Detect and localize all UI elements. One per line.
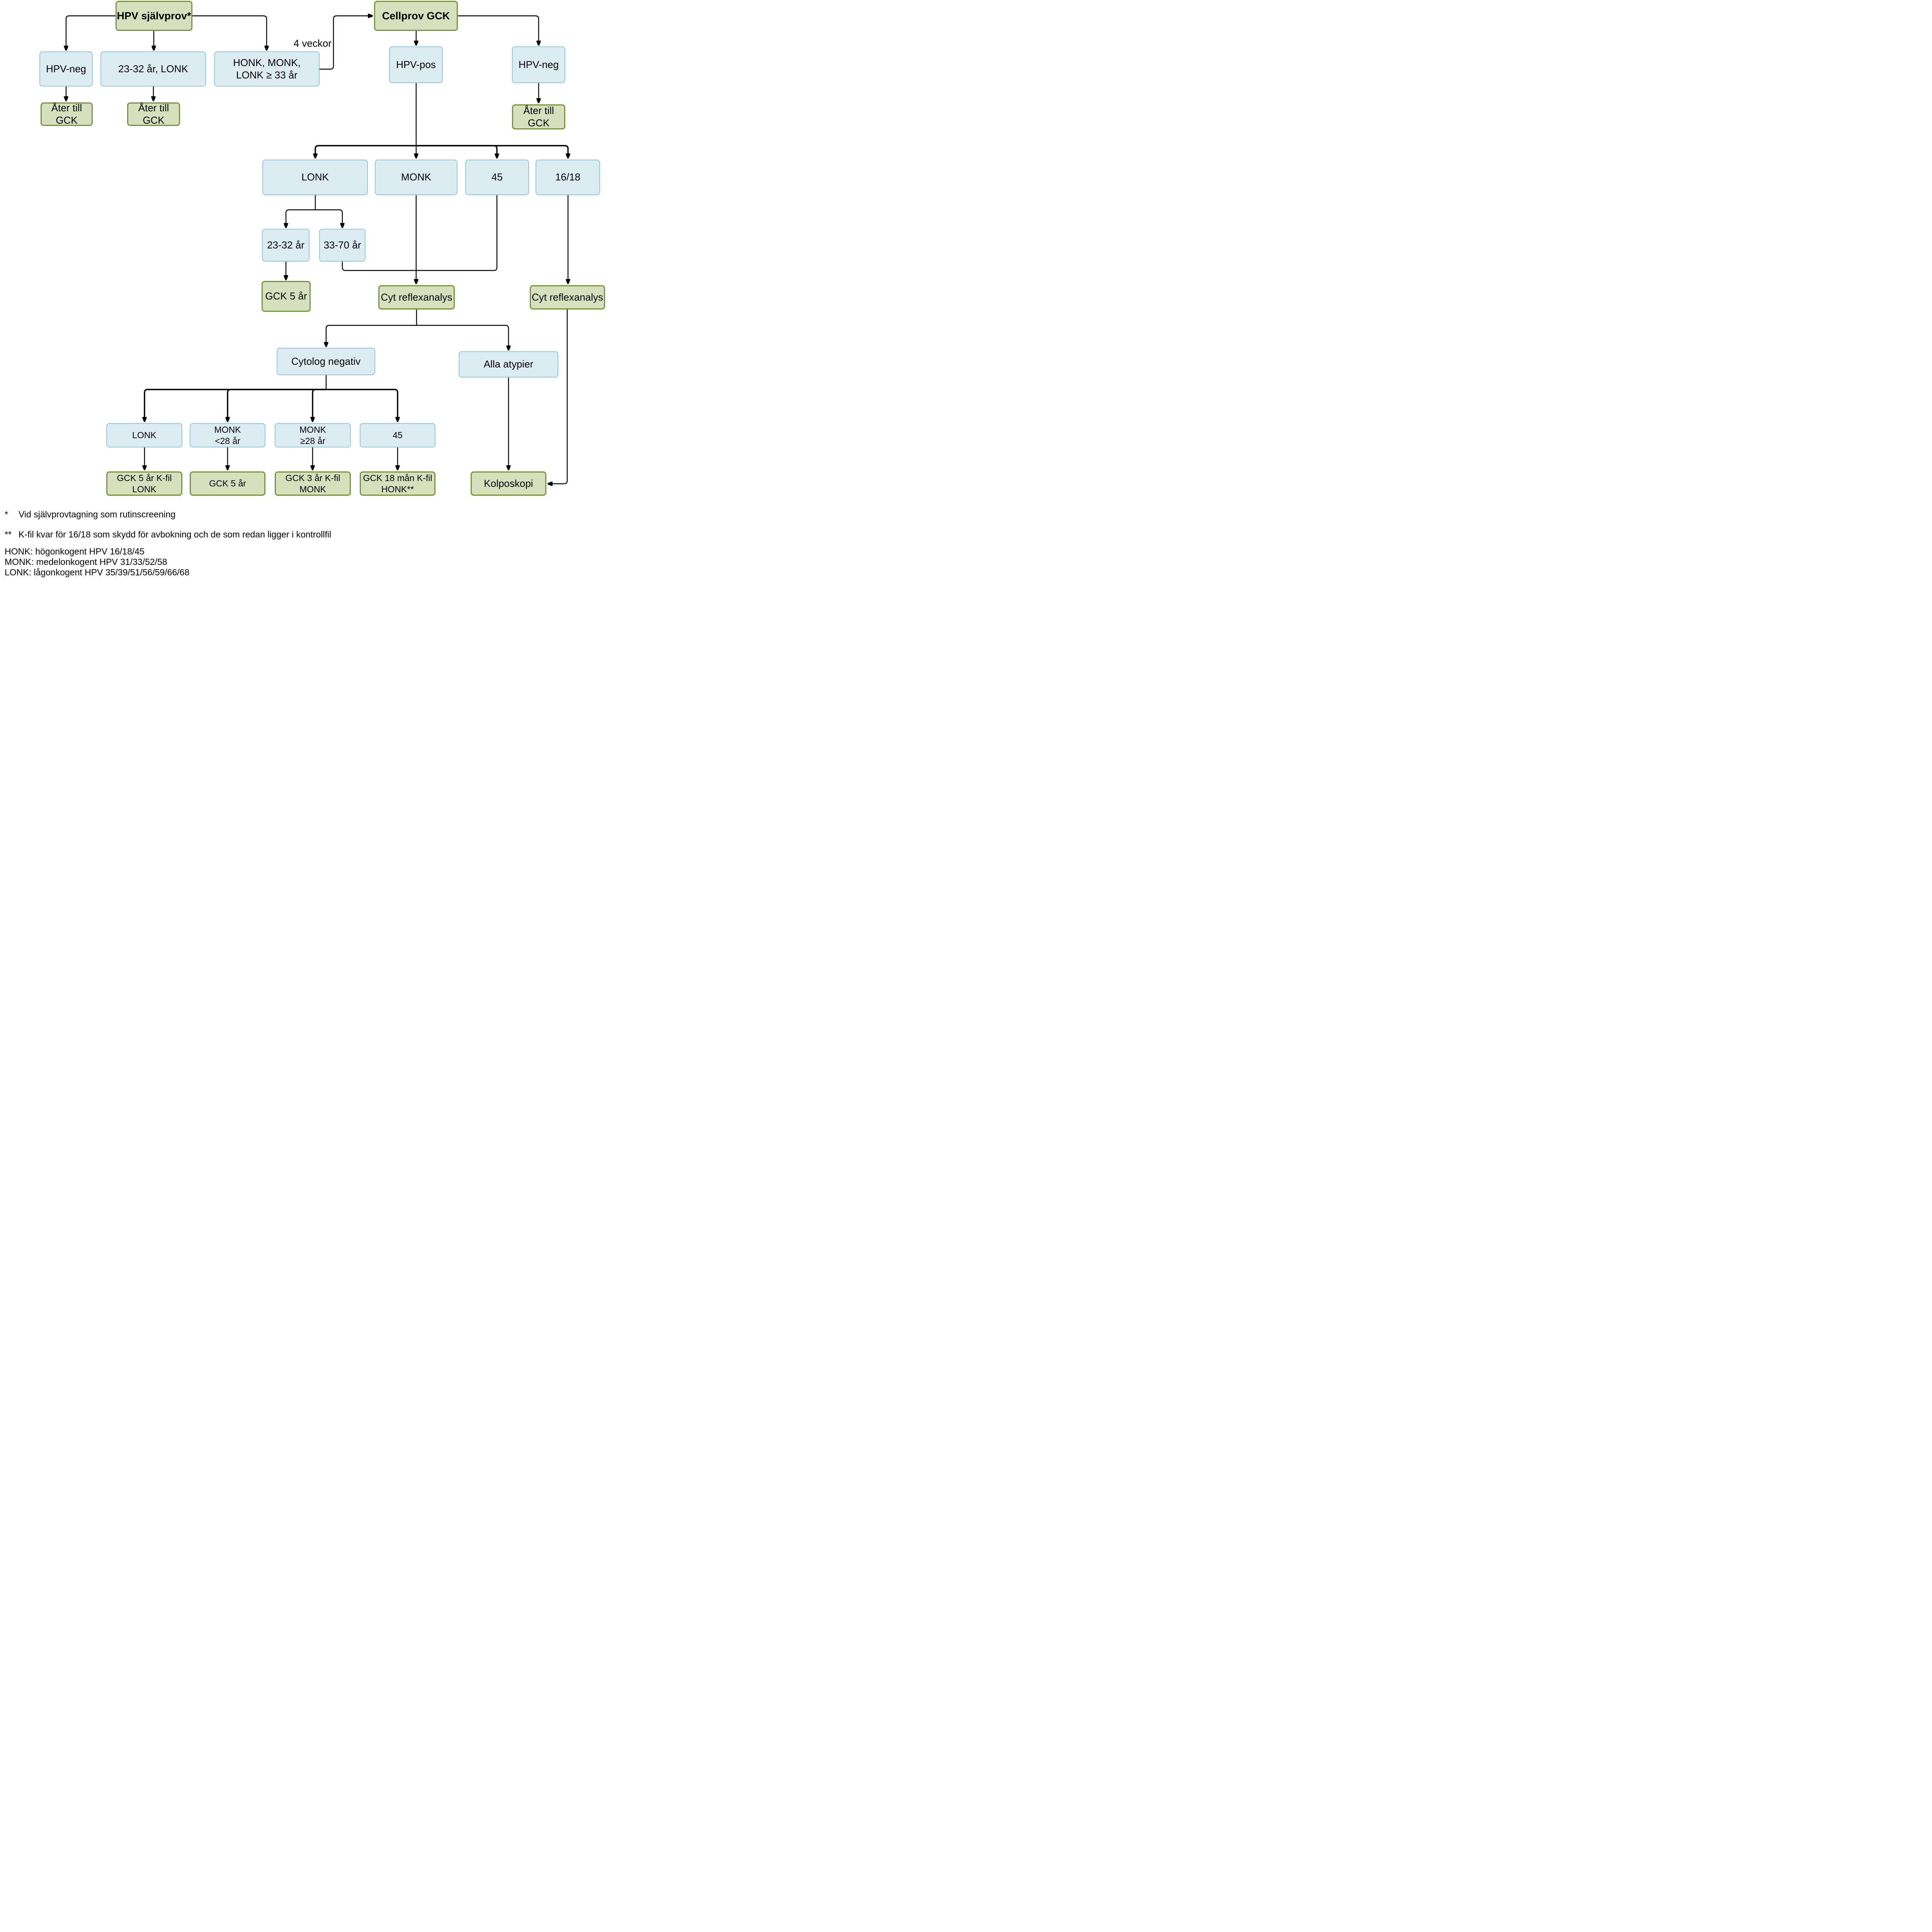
node-hpv-16-18: 16/18 (536, 160, 600, 195)
node-hpv-pos: HPV-pos (389, 46, 443, 83)
node-ater-till-gck-2: Åter till GCK (127, 102, 180, 126)
node-ater-till-gck-3: Åter till GCK (512, 104, 565, 129)
node-gck-3-kfil-monk: GCK 3 år K-fil MONK (275, 471, 351, 496)
node-gck-5-kfil-lonk: GCK 5 år K-fil LONK (106, 471, 182, 496)
node-cellprov-gck: Cellprov GCK (374, 1, 458, 31)
node-gck-5-ar-mid: GCK 5 år (262, 281, 311, 312)
node-monk-lt-28: MONK <28 år (190, 423, 265, 447)
node-23-32-ar-lonk: 23-32 år, LONK (100, 51, 206, 87)
node-alla-atypier: Alla atypier (459, 351, 558, 378)
legend-lonk: LONK: lågonkogent HPV 35/39/51/56/59/66/… (5, 567, 190, 577)
legend-monk: MONK: medelonkogent HPV 31/33/52/58 (5, 557, 167, 567)
footnote-2-text: K-fil kvar för 16/18 som skydd för avbok… (19, 529, 332, 539)
node-gck-18-kfil-honk: GCK 18 mån K-fil HONK** (360, 471, 435, 496)
legend-honk: HONK: högonkogent HPV 16/18/45 (5, 546, 145, 556)
node-hpv-45: 45 (465, 160, 529, 195)
node-age-23-32: 23-32 år (262, 229, 310, 262)
node-age-33-70: 33-70 år (319, 229, 366, 262)
footnote-2-marker: ** (5, 529, 12, 539)
footnote-2: ** K-fil kvar för 16/18 som skydd för av… (5, 529, 546, 540)
connector-lines (0, 0, 606, 584)
node-gck-5-ar-bottom: GCK 5 år (190, 471, 265, 496)
node-hpv-sjalvprov: HPV självprov* (116, 1, 192, 31)
node-cyt-reflexanalys-center: Cyt reflexanalys (378, 285, 455, 310)
node-kolposkopi: Kolposkopi (471, 471, 546, 496)
node-45-bottom: 45 (360, 423, 435, 447)
node-monk-group: MONK (375, 160, 457, 195)
node-cyt-reflexanalys-right: Cyt reflexanalys (530, 285, 605, 310)
node-lonk-bottom: LONK (106, 423, 182, 447)
footnote-1-text: Vid självprovtagning som rutinscreening (19, 509, 176, 519)
hpv-screening-flowchart: HPV självprov* Cellprov GCK HPV-neg 23-3… (0, 0, 606, 584)
node-monk-ge-28: MONK ≥28 år (275, 423, 351, 447)
node-cytolog-negativ: Cytolog negativ (277, 348, 375, 375)
node-ater-till-gck-1: Åter till GCK (41, 102, 93, 126)
node-hpv-neg-left: HPV-neg (39, 51, 93, 87)
footnote-1-marker: * (5, 509, 8, 519)
node-lonk-group: LONK (262, 160, 368, 195)
footnote-1: * Vid självprovtagning som rutinscreenin… (5, 509, 468, 520)
edge-label-4-veckor: 4 veckor (293, 37, 332, 49)
node-honk-monk-lonk: HONK, MONK, LONK ≥ 33 år (214, 51, 320, 87)
node-hpv-neg-right: HPV-neg (512, 46, 565, 83)
